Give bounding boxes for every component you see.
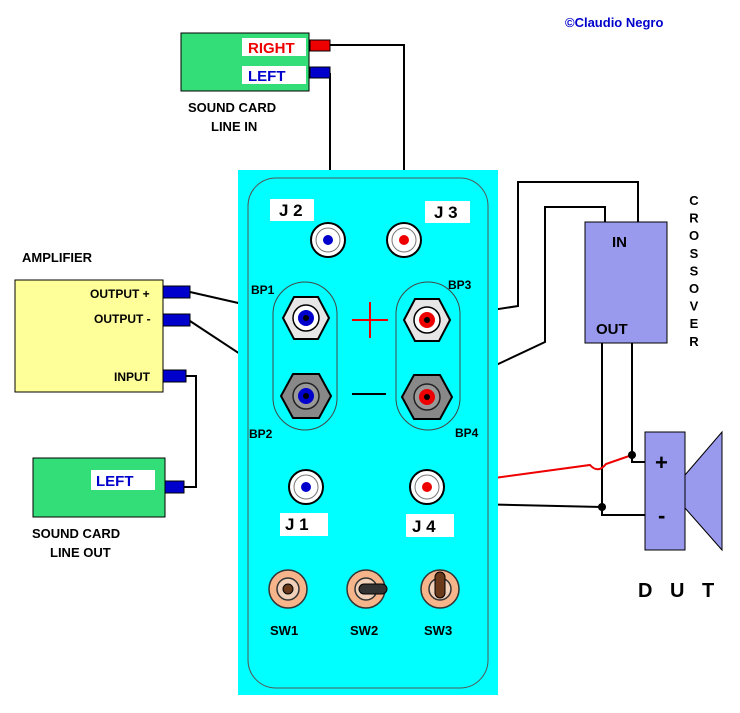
j2-label-box xyxy=(270,199,314,221)
output-plus-label: OUTPUT + xyxy=(90,287,150,301)
crossover-letter: S xyxy=(690,246,699,261)
j4-label: J 4 xyxy=(412,517,436,536)
input-label: INPUT xyxy=(114,370,151,384)
bp3-label: BP3 xyxy=(448,278,472,292)
wire-crossover-out-to-dut-minus xyxy=(601,343,645,516)
j3-rca-jack[interactable] xyxy=(386,222,422,258)
sw2-label: SW2 xyxy=(350,623,378,638)
line-out-plug xyxy=(164,480,185,494)
wire-junction-plus xyxy=(628,451,636,459)
j1-label: J 1 xyxy=(285,515,309,534)
test-box-panel: J 2 J 3 BP1 BP2 BP3 BP4 xyxy=(238,170,498,695)
crossover-letter: R xyxy=(689,211,699,226)
crossover-letter: R xyxy=(689,334,699,349)
amplifier-box xyxy=(14,279,164,393)
crossover-box xyxy=(584,221,668,344)
right-channel-label: RIGHT xyxy=(248,40,295,57)
j3-label-box xyxy=(425,201,470,223)
sw2-toggle-switch[interactable] xyxy=(346,569,388,609)
crossover-letter: O xyxy=(689,281,699,296)
wire-junction-minus-top xyxy=(598,503,606,511)
sw3-label: SW3 xyxy=(424,623,452,638)
j4-rca-jack[interactable] xyxy=(409,469,445,505)
bp2-hole xyxy=(303,393,309,399)
crossover-in-label: IN xyxy=(612,234,627,251)
dut-speaker: + - D U T xyxy=(638,430,723,602)
left-label-box xyxy=(242,66,306,84)
j2-label: J 2 xyxy=(279,201,303,220)
copyright-text: ©Claudio Negro xyxy=(565,15,663,30)
output-minus-label: OUTPUT - xyxy=(94,312,151,326)
dut-plus-label: + xyxy=(655,450,668,475)
sound-card-out-caption-2: LINE OUT xyxy=(50,545,111,560)
bp1-hole xyxy=(303,315,309,321)
sw3-lever xyxy=(434,571,446,599)
bp4-label: BP4 xyxy=(455,426,479,440)
sw1-label: SW1 xyxy=(270,623,298,638)
right-plug xyxy=(309,39,331,52)
right-label-box xyxy=(242,38,306,56)
sw2-lever xyxy=(358,583,388,595)
sound-card-line-in: RIGHT LEFT SOUND CARD LINE IN xyxy=(180,32,331,134)
j4-jack-pin xyxy=(422,482,432,492)
sound-card-line-out: LEFT SOUND CARD LINE OUT xyxy=(32,457,185,560)
sound-card-in-caption-2: LINE IN xyxy=(211,119,257,134)
j1-rca-jack[interactable] xyxy=(288,469,324,505)
bp-left-surround xyxy=(272,281,338,431)
dut-cone xyxy=(684,430,723,552)
left-plug xyxy=(309,66,331,79)
bp2-binding-post[interactable] xyxy=(279,373,333,419)
bp1-binding-post[interactable] xyxy=(281,296,331,340)
j3-jack-pin xyxy=(399,235,409,245)
bp3-hole xyxy=(424,317,430,323)
wire-bp4-to-crossover-in xyxy=(427,206,606,398)
output-minus-plug xyxy=(162,313,191,327)
bp2-label: BP2 xyxy=(249,427,273,441)
amplifier-title: AMPLIFIER xyxy=(22,250,93,265)
bp4-hole xyxy=(424,394,430,400)
crossover-out-label: OUT xyxy=(596,321,628,338)
j2-rca-jack[interactable] xyxy=(310,222,346,258)
input-plug xyxy=(162,369,187,383)
line-out-left-label-box xyxy=(91,470,155,490)
sound-card-out-caption-1: SOUND CARD xyxy=(32,526,120,541)
crossover-letter: V xyxy=(690,299,699,314)
j1-label-box xyxy=(280,513,328,536)
wire-amp-input-to-line-out xyxy=(184,375,197,488)
sw1-toggle-switch[interactable] xyxy=(268,569,308,609)
bp-right-surround xyxy=(395,281,461,431)
panel-inner-border xyxy=(247,177,489,689)
positive-marking xyxy=(352,302,388,338)
crossover-letter: S xyxy=(690,263,699,278)
j3-label: J 3 xyxy=(434,203,458,222)
crossover-letter: C xyxy=(689,193,699,208)
line-out-left-label: LEFT xyxy=(96,473,134,490)
dut-magnet-box xyxy=(644,431,686,551)
j4-label-box xyxy=(406,514,454,537)
dut-label: D U T xyxy=(638,580,720,602)
output-plus-plug xyxy=(162,285,191,299)
crossover-letter: E xyxy=(690,316,699,331)
crossover-letter: O xyxy=(689,228,699,243)
wire-j4-to-dut-plus xyxy=(427,454,633,488)
sw3-toggle-switch[interactable] xyxy=(420,569,460,609)
j2-jack-pin xyxy=(323,235,333,245)
bp1-label: BP1 xyxy=(251,283,275,297)
dut-minus-label: - xyxy=(658,503,665,528)
wire-crossover-out-to-dut-plus xyxy=(631,343,645,463)
left-channel-label: LEFT xyxy=(248,68,286,85)
sound-card-in-caption-1: SOUND CARD xyxy=(188,100,276,115)
j1-jack-pin xyxy=(301,482,311,492)
bp3-binding-post[interactable] xyxy=(402,298,452,342)
bp4-binding-post[interactable] xyxy=(400,374,454,420)
sw1-lever xyxy=(282,583,294,595)
amplifier: AMPLIFIER OUTPUT + OUTPUT - INPUT xyxy=(14,250,191,393)
